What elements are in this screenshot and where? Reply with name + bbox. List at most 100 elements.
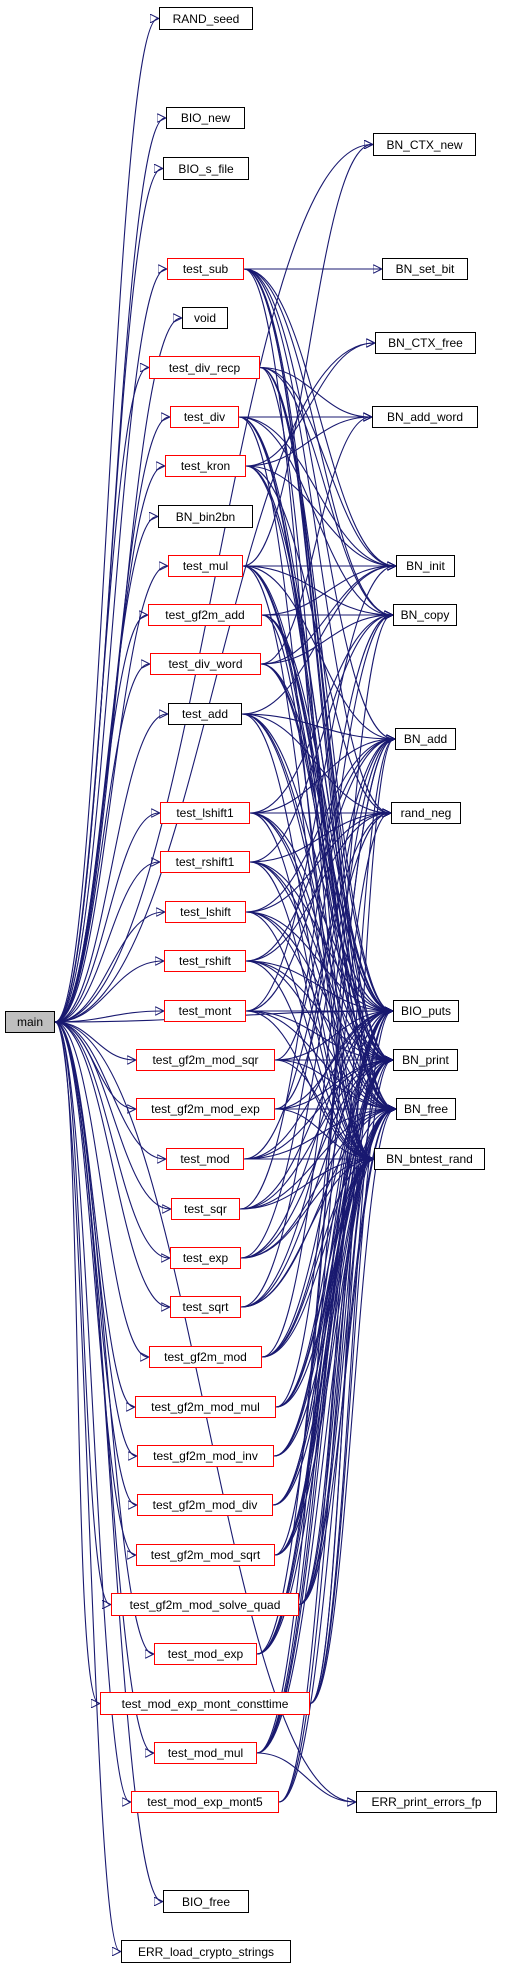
node-err-print-errors-fp[interactable]: ERR_print_errors_fp [356,1791,497,1813]
call-edge-test_mod_mul-to-BN_bntest_rand [256,1159,373,1754]
node-bio-s-file[interactable]: BIO_s_file [163,157,249,180]
node-bn-bntest-rand[interactable]: BN_bntest_rand [374,1148,485,1170]
node-test-sqrt[interactable]: test_sqrt [170,1296,241,1318]
node-err-load-crypto-strings[interactable]: ERR_load_crypto_strings [121,1940,291,1963]
call-edge-test_gf2m_mod_sqrt-to-BN_copy [274,615,392,1556]
node-label: test_sqrt [182,1300,229,1314]
node-test-gf2m-mod-mul[interactable]: test_gf2m_mod_mul [135,1396,276,1418]
call-edge-main-to-test_sub [54,269,166,1023]
node-bio-puts[interactable]: BIO_puts [393,1000,459,1022]
call-edge-main-to-test_mod_exp_mont_consttime [54,1021,99,1704]
call-edge-test_sqr-to-BIO_puts [239,1011,392,1210]
call-edge-test_sqrt-to-BIO_puts [240,1011,392,1308]
node-test-exp[interactable]: test_exp [170,1247,241,1269]
node-bio-free[interactable]: BIO_free [163,1890,249,1913]
call-edge-main-to-test_mul [54,566,167,1023]
call-edge-test_mul-to-BN_CTX_new [242,145,372,567]
call-edge-test_mod_exp-to-BN_bntest_rand [256,1159,373,1655]
node-bn-ctx-new[interactable]: BN_CTX_new [373,133,476,156]
node-bn-copy[interactable]: BN_copy [393,604,457,626]
node-label: test_sqr [184,1202,227,1216]
node-test-rshift1[interactable]: test_rshift1 [160,851,250,873]
call-edge-test_lshift-to-BIO_puts [245,911,392,1011]
call-edge-test_gf2m_mod_inv-to-BN_bntest_rand [273,1159,373,1457]
node-label: BN_init [406,559,445,573]
node-label: BN_bin2bn [175,509,236,524]
call-edge-test_div_word-to-BN_add_word [260,417,371,665]
call-edge-main-to-test_mod [54,1021,165,1159]
node-test-mont[interactable]: test_mont [164,1000,246,1022]
node-test-mod-mul[interactable]: test_mod_mul [154,1742,257,1764]
node-test-gf2m-mod-sqr[interactable]: test_gf2m_mod_sqr [136,1049,275,1071]
node-test-gf2m-mod-div[interactable]: test_gf2m_mod_div [137,1494,273,1516]
node-label: BIO_puts [400,1004,452,1018]
node-rand-seed[interactable]: RAND_seed [159,7,253,30]
call-edge-test_gf2m_mod-to-BN_add [261,739,394,1358]
node-bn-print[interactable]: BN_print [393,1049,458,1071]
call-edge-test_rshift1-to-BN_copy [249,615,392,863]
node-bn-bin2bn[interactable]: BN_bin2bn [158,505,253,528]
call-edge-test_gf2m_mod_solve_quad-to-BN_free [298,1109,395,1606]
node-test-mod-exp[interactable]: test_mod_exp [154,1643,257,1665]
node-test-lshift1[interactable]: test_lshift1 [160,802,250,824]
node-test-sqr[interactable]: test_sqr [171,1198,240,1220]
node-label: test_gf2m_mod_div [152,1498,258,1512]
call-edge-main-to-test_mod_exp [54,1021,153,1654]
node-label: BN_CTX_free [388,336,463,350]
call-edge-test_lshift-to-BN_bntest_rand [245,911,373,1159]
call-edge-main-to-test_lshift [54,912,164,1023]
node-test-add[interactable]: test_add [168,703,242,725]
node-label: test_add [181,707,229,721]
node-bio-new[interactable]: BIO_new [166,107,245,129]
call-edge-main-to-test_sqr [54,1021,170,1209]
node-bn-free[interactable]: BN_free [396,1098,456,1120]
call-edge-test_lshift1-to-BN_add [249,739,394,814]
call-edge-test_mont-to-BN_init [245,566,395,1012]
node-label: RAND_seed [172,11,240,26]
node-bn-init[interactable]: BN_init [396,555,455,577]
call-edge-main-to-BIO_new [54,118,165,1023]
node-label: test_gf2m_mod_mul [151,1400,260,1414]
node-test-div[interactable]: test_div [170,406,239,428]
node-label: test_mont [178,1004,232,1018]
node-rand-neg[interactable]: rand_neg [391,802,461,824]
node-test-div-recp[interactable]: test_div_recp [149,356,260,379]
call-edge-test_gf2m_mod_solve_quad-to-BN_add [298,739,394,1606]
call-edge-main-to-test_add [54,714,167,1023]
node-test-mod-exp-mont-consttime[interactable]: test_mod_exp_mont_consttime [100,1692,310,1715]
node-label: test_mod [180,1152,230,1166]
node-label: test_mod_exp_mont_consttime [121,1696,289,1711]
node-void[interactable]: void [182,307,228,329]
node-test-gf2m-mod-solve-quad[interactable]: test_gf2m_mod_solve_quad [111,1593,299,1616]
node-bn-add[interactable]: BN_add [395,728,456,750]
node-test-gf2m-mod-inv[interactable]: test_gf2m_mod_inv [137,1445,274,1467]
call-edge-main-to-test_mod_exp_mont5 [54,1021,130,1802]
node-bn-add-word[interactable]: BN_add_word [372,406,478,428]
node-test-kron[interactable]: test_kron [165,455,246,477]
call-edge-test_mod_exp-to-BN_print [256,1060,392,1655]
node-test-mod[interactable]: test_mod [166,1148,244,1170]
node-label: test_mul [182,559,229,573]
node-main[interactable]: main [5,1011,55,1033]
node-test-lshift[interactable]: test_lshift [165,901,246,923]
node-test-gf2m-mod[interactable]: test_gf2m_mod [149,1346,262,1368]
node-test-gf2m-mod-exp[interactable]: test_gf2m_mod_exp [136,1098,275,1120]
node-test-div-word[interactable]: test_div_word [150,653,261,675]
node-test-sub[interactable]: test_sub [167,258,244,280]
node-label: test_lshift [180,905,231,919]
node-test-rshift[interactable]: test_rshift [164,950,246,972]
node-bn-ctx-free[interactable]: BN_CTX_free [375,332,476,354]
node-test-gf2m-add[interactable]: test_gf2m_add [148,604,262,626]
call-edge-test_kron-to-BN_init [245,465,395,566]
node-label: test_lshift1 [176,806,234,820]
node-test-mul[interactable]: test_mul [168,555,243,577]
node-label: main [16,1015,43,1029]
call-edge-test_kron-to-BN_add_word [245,417,371,467]
call-edge-test_add-to-BN_print [241,713,392,1060]
call-edge-test_mod-to-BN_print [243,1060,392,1160]
node-test-mod-exp-mont5[interactable]: test_mod_exp_mont5 [131,1791,279,1813]
node-bn-set-bit[interactable]: BN_set_bit [382,258,468,280]
call-edge-test_sqrt-to-BN_bntest_rand [240,1159,373,1308]
node-test-gf2m-mod-sqrt[interactable]: test_gf2m_mod_sqrt [136,1544,275,1566]
